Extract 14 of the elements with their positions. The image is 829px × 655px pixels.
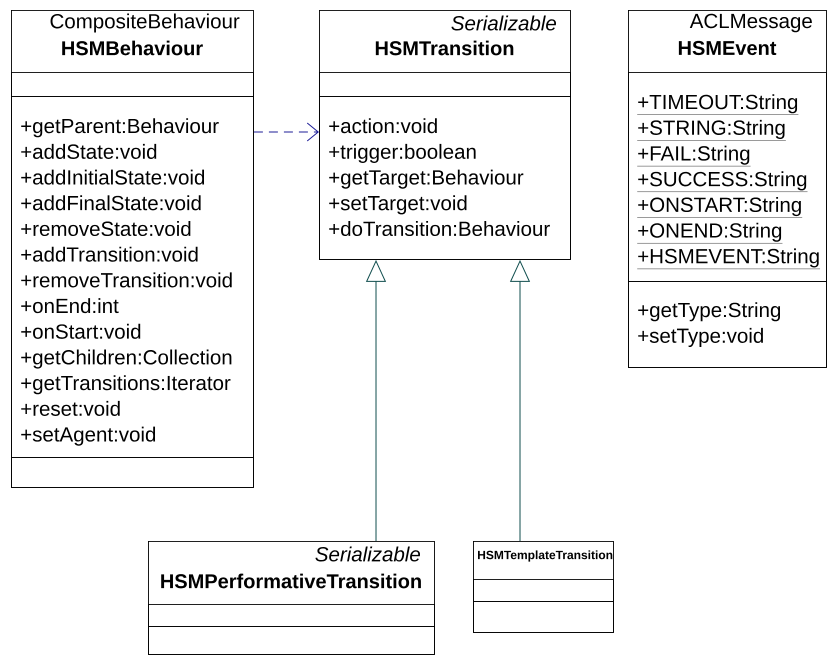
dependency-arrow xyxy=(253,122,319,142)
empty-compartment xyxy=(148,626,435,655)
attributes-compartment: +TIMEOUT:String +STRING:String +FAIL:String +SUCCESS:String +ONSTART:String +ONEND:String +HSMEVENT:String xyxy=(628,72,827,282)
empty-compartment xyxy=(473,579,614,602)
empty-compartment xyxy=(11,457,254,488)
empty-compartment xyxy=(473,601,614,633)
class-box: HSMTemplateTransition xyxy=(473,541,614,633)
operations-compartment: +action:void +trigger:boolean +getTarget:Behaviour +setTarget:void +doTransition:Behaviour xyxy=(319,96,571,260)
operations-compartment: +getParent:Behaviour +addState:void +addInitialState:void +addFinalState:void +removeState:void +addTransition:void +removeTransition:void +onEnd:int +onStart:void +getChildren:Collection +getTransitions:Iterator +reset:void +setAgent:void xyxy=(11,96,254,458)
class-box: Serializable HSMPerformativeTransition xyxy=(148,541,435,655)
empty-compartment xyxy=(11,72,254,97)
empty-compartment xyxy=(319,72,571,97)
operations-compartment: +getType:String +setType:void xyxy=(628,281,827,368)
empty-compartment xyxy=(148,604,435,627)
